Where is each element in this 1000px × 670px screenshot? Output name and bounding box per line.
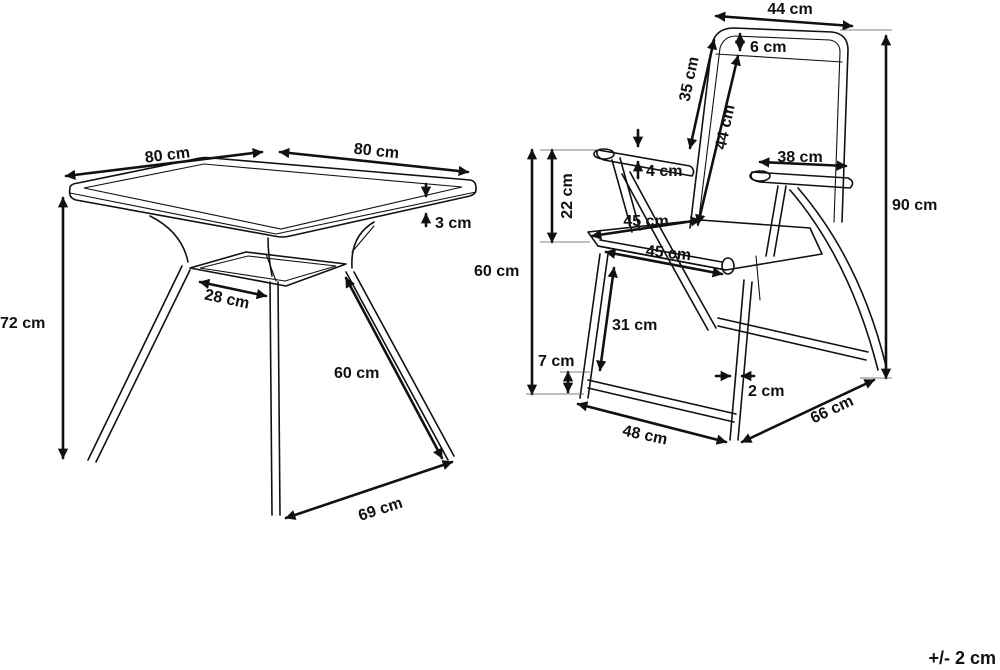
chair-armrest-right-support [765, 185, 787, 257]
table-shelf-slat [265, 253, 277, 282]
chair-seat-depth-upper-arrow [590, 216, 702, 240]
table-leg-length-arrow [344, 276, 444, 460]
chair-armrest-right-cap [749, 170, 771, 182]
table-shelf-depth-arrow [198, 278, 268, 300]
chair-top-rail-label: 6 cm [750, 39, 786, 56]
chair-armrest-right [750, 171, 854, 189]
chair-seat-front-cap [721, 257, 735, 275]
chair-backrest-inner [697, 35, 841, 227]
table-height-label: 72 cm [0, 315, 45, 332]
chair-foot-height-label: 7 cm [538, 353, 574, 370]
table-apron-right [351, 221, 375, 269]
chair-pivot-bar [755, 255, 761, 301]
table-apron-left [149, 215, 189, 263]
chair-rear-leg-right [789, 187, 887, 371]
chair-seat-width-arrow [604, 248, 724, 278]
chair-seat-width-label: 45 cm [645, 243, 692, 265]
chair-total-height-label: 90 cm [892, 197, 937, 214]
chair-base-depth-arrow [740, 378, 876, 444]
table-shelf [189, 251, 347, 287]
chair-tube-diameter-label: 2 cm [748, 383, 784, 400]
chair-leg-height-label: 31 cm [612, 317, 657, 334]
chair-front-leg-right [729, 279, 753, 441]
chair-seat-depth-upper-label: 45 cm [623, 213, 668, 230]
table-apron-front [267, 237, 273, 277]
table-leg-length-label: 60 cm [334, 365, 379, 382]
chair-lower-crossbar [587, 379, 737, 423]
chair-extension-lines [526, 29, 892, 395]
chair-back-height-arrow [695, 54, 741, 226]
table-top-edge [69, 191, 477, 235]
table-top-width-left-label: 80 cm [144, 144, 191, 166]
chair-armrest-thickness-label: 4 cm [646, 163, 682, 180]
chair-seat-height-label: 60 cm [474, 263, 519, 280]
chair-base-width-arrow [576, 401, 728, 445]
chair-front-leg-left [579, 253, 609, 399]
table-top-width-left-arrow [64, 147, 264, 181]
chair-backrest-frame [689, 27, 849, 229]
chair-back-width-label: 44 cm [767, 1, 812, 18]
table-shelf-inner [199, 255, 337, 282]
chair-armrest-width-label: 38 cm [777, 149, 822, 166]
chair-back-width-arrow [714, 11, 854, 31]
table-drawing: 80 cm 80 cm 3 cm 72 cm 28 cm 60 cm 69 cm [0, 141, 477, 525]
table-leg-left [87, 265, 191, 463]
table-top-width-right-arrow [278, 147, 470, 177]
chair-armrest-left-cap [593, 148, 615, 160]
chair-armrest-width-arrow [758, 157, 848, 171]
table-leg-back [351, 225, 375, 253]
chair-leg-height-arrow [596, 266, 618, 372]
chair-base-depth-label: 66 cm [808, 393, 856, 428]
table-top-thickness-label: 3 cm [435, 215, 471, 232]
chair-armrest-left [596, 149, 695, 177]
table-top-width-right-label: 80 cm [353, 141, 400, 163]
chair-armrest-to-seat-label: 22 cm [559, 173, 576, 218]
chair-back-upper-label: 35 cm [677, 55, 703, 103]
tolerance-note: +/- 2 cm [928, 648, 996, 668]
table-base-width-label: 69 cm [356, 495, 404, 525]
chair-drawing: 44 cm 6 cm 35 cm 44 cm 4 cm 38 cm 22 cm … [474, 1, 937, 449]
chair-side-crossbar [717, 317, 869, 361]
table-base-width-arrow [284, 460, 454, 520]
chair-back-height-label: 44 cm [713, 103, 739, 151]
table-leg-front [269, 281, 281, 516]
